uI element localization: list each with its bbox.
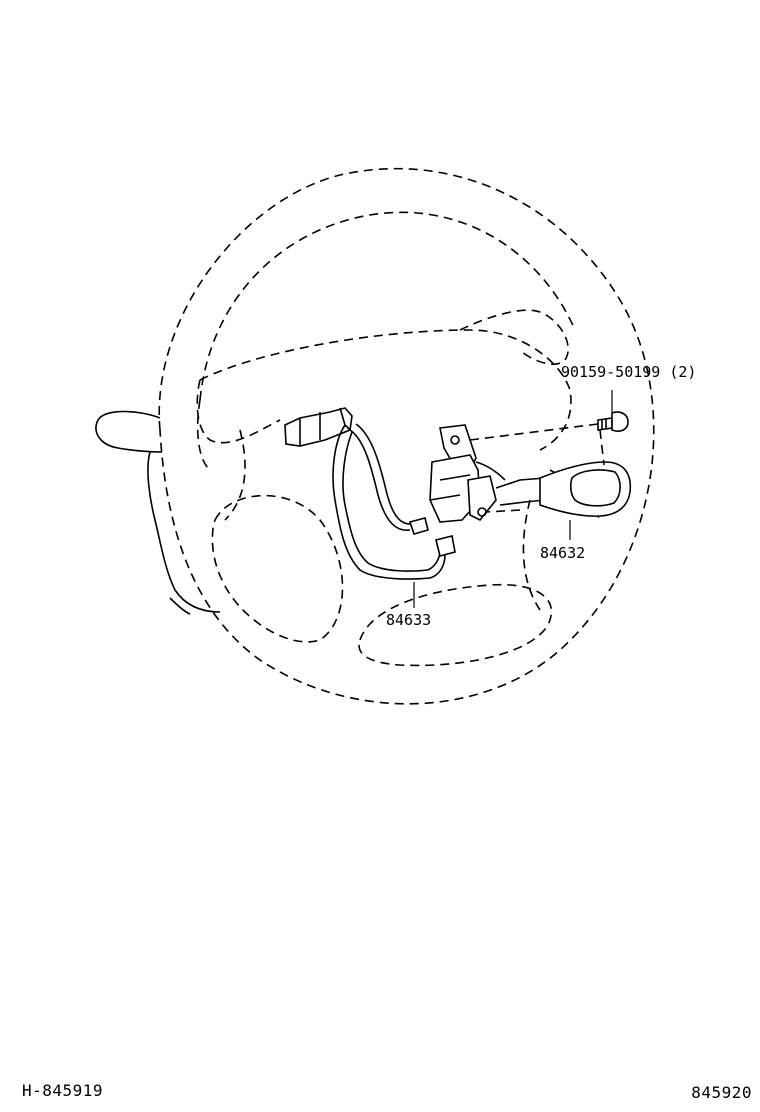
callout-wire-part-number: 84633: [386, 611, 431, 629]
diagram-id-left: H-845919: [22, 1081, 104, 1100]
cruise-switch-assembly: [429, 424, 546, 523]
column-cover: [95, 410, 221, 615]
wire-harness: [332, 423, 456, 580]
cruise-lever: [539, 461, 632, 517]
steering-wheel-rim: [158, 167, 655, 705]
callout-bolt-part-number: 90159-50199 (2): [561, 363, 696, 381]
leader-lines: [413, 390, 613, 608]
bolt-screw: [597, 411, 629, 432]
left-lower-spoke: [211, 494, 344, 643]
callout-switch-part-number: 84632: [540, 544, 585, 562]
steering-wheel-hub: [196, 309, 572, 521]
wire-connector: [284, 407, 353, 447]
diagram-id-right: 845920: [691, 1083, 752, 1102]
bottom-spoke: [358, 583, 553, 667]
